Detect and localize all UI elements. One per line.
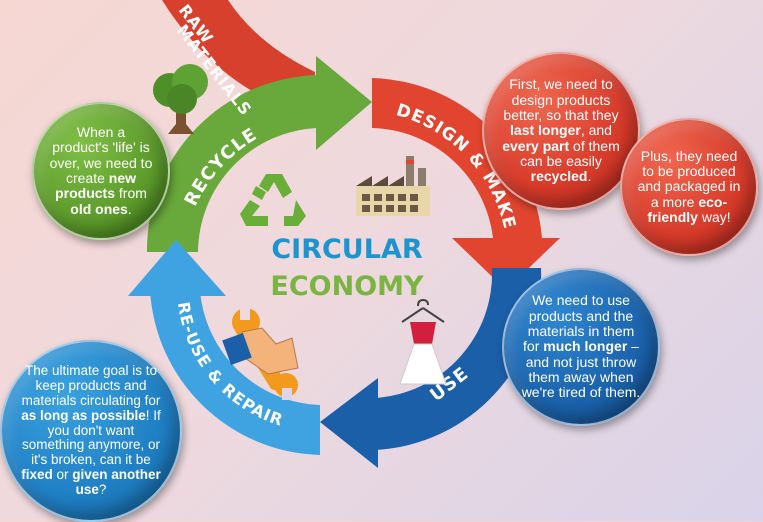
repair-info-text: The ultimate goal is to keep products an… <box>21 363 161 497</box>
tree-icon <box>153 64 208 134</box>
recycle-info-text: When a product's 'life' is over, we need… <box>49 123 153 217</box>
design-make-arrow <box>372 78 542 238</box>
use-info-bubble: We need to use products and the material… <box>502 268 660 426</box>
design-info-bubble-1: First, we need to design products better… <box>482 52 640 210</box>
dress-icon <box>399 298 447 385</box>
use-info-text: We need to use products and the material… <box>521 292 641 401</box>
design-info-text-2: Plus, they need to be produced and packa… <box>637 147 741 226</box>
recycle-info-bubble: When a product's 'life' is over, we need… <box>32 102 170 240</box>
center-title-line1: CIRCULAR <box>271 234 422 265</box>
recycle-arrowhead <box>316 56 372 150</box>
recycle-icon <box>240 174 306 226</box>
design-make-arrowhead <box>452 238 560 290</box>
repair-info-bubble: The ultimate goal is to keep products an… <box>0 340 182 522</box>
use-arrow <box>375 268 542 450</box>
recycle-arrow <box>146 75 318 252</box>
reuse-repair-arrowhead <box>128 240 226 296</box>
design-info-bubble-2: Plus, they need to be produced and packa… <box>620 118 758 256</box>
use-arrowhead <box>320 378 378 468</box>
center-title-line2: ECONOMY <box>270 271 424 302</box>
design-info-text-1: First, we need to design products better… <box>502 76 620 185</box>
reuse-repair-arrow <box>150 290 320 455</box>
wrench-icon <box>222 306 299 400</box>
factory-icon <box>356 156 430 216</box>
